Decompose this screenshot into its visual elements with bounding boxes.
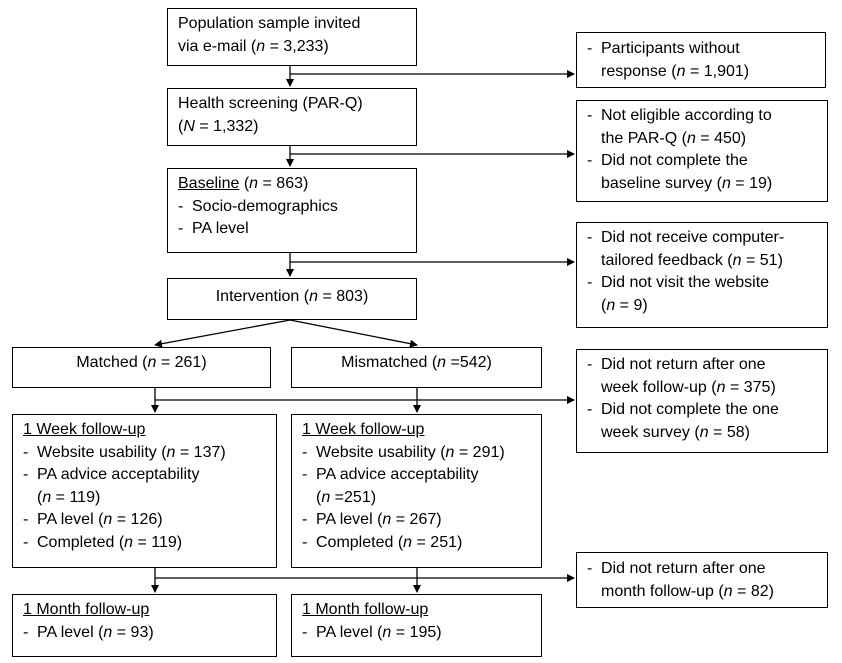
arrow-to-matched [154,319,291,348]
week-matched-box: 1 Week follow-up -Website usability (n =… [12,414,277,568]
population-box: Population sample invited via e-mail (n … [167,8,417,66]
week-mismatched-box: 1 Week follow-up -Website usability (n =… [291,414,542,568]
mismatched-box: Mismatched (n =542) [291,347,542,388]
month-matched-box: 1 Month follow-up -PA level (n = 93) [12,594,277,657]
screening-box: Health screening (PAR-Q) (N = 1,332) [167,88,417,146]
baseline-box: Baseline (n = 863) -Socio-demographics -… [167,168,417,253]
month-mismatched-box: 1 Month follow-up -PA level (n = 195) [291,594,542,657]
intervention-box: Intervention (n = 803) [167,278,417,320]
baseline-title: Baseline [178,175,240,192]
arrow-to-mismatched [289,319,418,348]
matched-box: Matched (n = 261) [12,347,271,388]
intervention-exclusions-box: -Did not receive computer-tailored feedb… [576,222,828,328]
